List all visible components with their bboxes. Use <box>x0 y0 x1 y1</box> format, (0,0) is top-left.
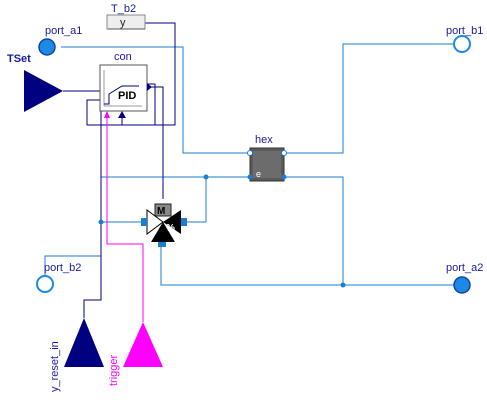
hex-port-icon <box>247 150 253 156</box>
valve-body-right-icon <box>163 210 181 234</box>
pid-controller-icon <box>99 64 148 112</box>
valve-port-icon <box>158 242 166 247</box>
port-b2-icon <box>36 275 54 293</box>
port-a2-label: port_a2 <box>446 262 483 274</box>
wire-hex-to-port_a2 <box>283 176 454 286</box>
input-triangle-icon <box>64 318 104 367</box>
port-a1-label: port_a1 <box>45 25 82 37</box>
junction-dot <box>203 174 209 180</box>
port-a2-icon <box>453 276 471 294</box>
port-a1[interactable]: port_a1 <box>38 25 82 56</box>
pid-step-response-icon <box>104 85 139 105</box>
port-b2[interactable]: port_b2 <box>36 262 81 293</box>
valve-body-bottom-icon <box>151 222 175 242</box>
valve-port-icon <box>181 218 187 226</box>
hex-port-icon <box>281 150 287 156</box>
con-output-port-icon <box>147 83 152 91</box>
wire-y_reset_in-to-con <box>83 109 103 318</box>
t-b2-sensor[interactable]: T_b2 y <box>106 3 146 30</box>
port-a1-icon <box>38 38 56 56</box>
y-reset-in-input[interactable]: y_reset_in <box>49 318 104 392</box>
valve-percent-text: % <box>166 223 175 234</box>
y-reset-in-label: y_reset_in <box>49 341 61 392</box>
junction-dot <box>98 219 104 225</box>
three-way-valve[interactable]: M % <box>141 203 187 247</box>
wire-con-to-valve <box>147 86 164 199</box>
t-b2-sensor-icon <box>106 14 146 30</box>
trigger-input[interactable]: trigger <box>108 322 163 386</box>
wire-hex-to-valve <box>183 176 250 223</box>
tset-label: TSet <box>7 53 31 65</box>
pid-controller[interactable]: con PID <box>99 51 152 118</box>
valve-port-icon <box>141 218 147 226</box>
connection-wires <box>44 22 454 322</box>
wire-trigger-to-con <box>106 113 144 322</box>
wire-valve-to-port_a2 <box>160 240 343 286</box>
con-reset-port-icon <box>118 111 126 118</box>
wire-T_b2-to-con <box>121 22 176 126</box>
hex-port-icon <box>247 174 253 180</box>
tset-input[interactable]: TSet <box>7 53 63 112</box>
valve-motor-icon <box>154 203 172 217</box>
port-a2[interactable]: port_a2 <box>446 262 483 294</box>
port-b1-label: port_b1 <box>446 25 483 37</box>
con-label: con <box>114 51 132 63</box>
hex-label: hex <box>255 134 273 146</box>
input-triangle-icon <box>24 70 63 112</box>
port-b1-icon <box>453 35 471 53</box>
valve-motor-text: M <box>157 206 165 217</box>
wire-port_a1-to-hex <box>61 46 250 154</box>
heat-exchanger[interactable]: hex e <box>247 134 287 182</box>
wire-hex-to-port_b1 <box>283 43 454 154</box>
t-b2-output-label: y <box>120 17 126 29</box>
boolean-input-triangle-icon <box>123 322 163 367</box>
port-b1[interactable]: port_b1 <box>446 25 483 53</box>
con-trigger-port-icon <box>104 111 110 118</box>
wire-con-feedback <box>86 83 156 126</box>
trigger-label: trigger <box>108 354 120 386</box>
t-b2-label: T_b2 <box>111 3 136 15</box>
port-b2-label: port_b2 <box>44 262 81 274</box>
heat-exchanger-inner <box>253 151 281 178</box>
con-pid-text: PID <box>118 90 136 102</box>
hex-e-text: e <box>256 169 261 179</box>
junction-dot <box>340 282 346 288</box>
hex-port-icon <box>281 174 287 180</box>
